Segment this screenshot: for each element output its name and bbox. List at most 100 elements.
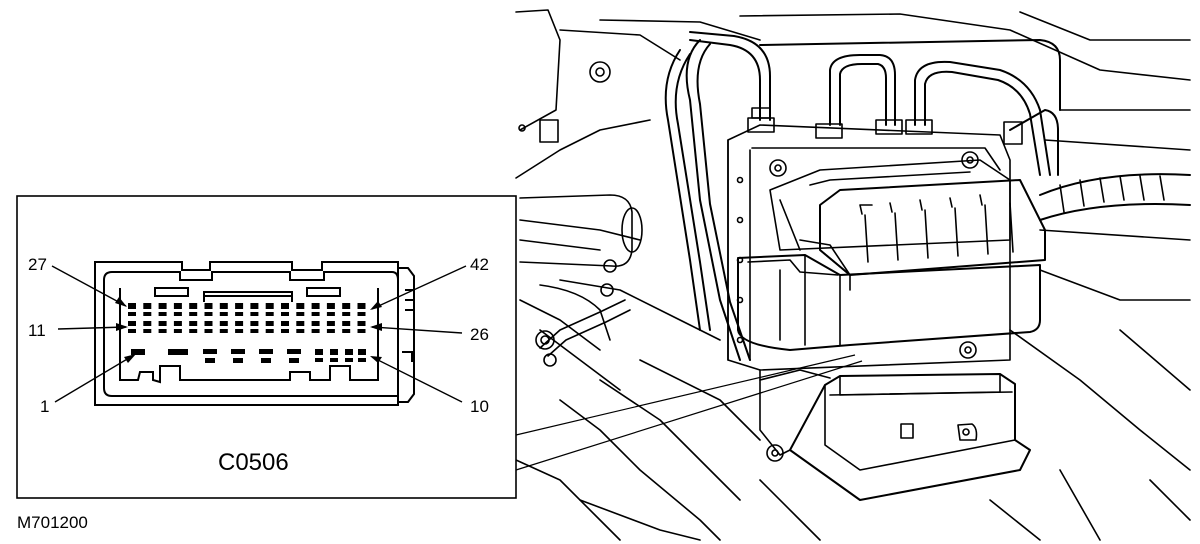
terminal-cavity xyxy=(296,321,305,326)
terminal-cavity xyxy=(311,303,320,309)
figure-id: M701200 xyxy=(17,513,88,532)
terminal-cavity xyxy=(158,303,167,309)
terminal-cavity xyxy=(357,329,366,333)
terminal-cavity xyxy=(158,321,167,326)
terminal-cavity xyxy=(219,321,228,326)
terminal-cavity xyxy=(173,312,182,316)
terminal-cavity xyxy=(168,349,188,355)
terminal-cavity xyxy=(204,312,213,316)
terminal-cavity xyxy=(311,321,320,326)
terminal-cavity xyxy=(131,349,145,355)
terminal-cavity xyxy=(189,303,198,309)
terminal-cavity xyxy=(342,329,351,333)
terminal-cavity xyxy=(158,329,167,333)
pin-42-arrowhead xyxy=(370,301,382,310)
terminal-cavity xyxy=(265,303,274,309)
terminal-cavity xyxy=(330,349,338,355)
terminal-cavity xyxy=(235,303,244,309)
terminal-cavity xyxy=(315,358,323,362)
pin-26-arrowhead xyxy=(370,323,382,331)
terminal-cavity xyxy=(326,329,335,333)
terminal-cavity xyxy=(143,321,152,326)
terminal-cavity xyxy=(143,303,152,309)
terminal-cavity xyxy=(128,303,136,309)
terminal-cavity xyxy=(189,321,198,326)
terminal-cavity xyxy=(259,349,273,354)
terminal-cavity xyxy=(219,303,228,309)
terminal-cavity xyxy=(265,312,274,316)
terminal-cavity xyxy=(128,321,136,326)
terminal-cavity xyxy=(158,312,167,316)
terminal-cavities xyxy=(128,303,366,363)
terminal-cavity xyxy=(342,321,351,326)
terminal-cavity xyxy=(204,303,213,309)
terminal-cavity xyxy=(358,349,366,355)
terminal-cavity xyxy=(281,329,289,333)
terminal-cavity xyxy=(357,312,366,316)
terminal-cavity xyxy=(330,358,338,362)
terminal-cavity xyxy=(345,349,353,355)
terminal-cavity xyxy=(128,312,136,316)
terminal-cavity xyxy=(342,312,351,316)
terminal-cavity xyxy=(315,349,323,355)
pin-label-27: 27 xyxy=(28,255,47,274)
terminal-cavity xyxy=(281,321,289,326)
detail-frame xyxy=(16,195,517,499)
terminal-cavity xyxy=(235,312,244,316)
pin-27-arrowhead xyxy=(115,297,127,307)
pin-label-42: 42 xyxy=(470,255,489,274)
callout-leader-lines xyxy=(515,354,863,471)
terminal-cavity xyxy=(250,303,259,309)
terminal-cavity xyxy=(281,312,289,316)
terminal-cavity xyxy=(189,312,198,316)
terminal-cavity xyxy=(342,303,351,309)
terminal-cavity xyxy=(358,358,366,362)
terminal-cavity xyxy=(205,358,215,363)
pin-callouts xyxy=(51,265,467,403)
connector-detail-panel: 27 11 1 42 26 10 C0506 xyxy=(16,195,863,499)
terminal-cavity xyxy=(311,312,320,316)
terminal-cavity xyxy=(265,329,274,333)
terminal-cavity xyxy=(345,358,353,362)
terminal-cavity xyxy=(296,303,305,309)
terminal-cavity xyxy=(326,321,335,326)
terminal-cavity xyxy=(204,321,213,326)
connector-name: C0506 xyxy=(218,449,289,476)
terminal-cavity xyxy=(219,312,228,316)
terminal-cavity xyxy=(173,329,182,333)
terminal-cavity xyxy=(143,329,152,333)
pin-label-10: 10 xyxy=(470,397,489,416)
terminal-cavity xyxy=(250,321,259,326)
terminal-cavity xyxy=(261,358,271,363)
terminal-cavity xyxy=(233,358,243,363)
pin-label-11: 11 xyxy=(28,321,46,340)
pin-1-arrowhead xyxy=(124,354,136,363)
terminal-cavity xyxy=(326,303,335,309)
terminal-cavity xyxy=(235,321,244,326)
terminal-cavity xyxy=(128,329,136,333)
terminal-cavity xyxy=(289,358,299,363)
engine-bay-illustration xyxy=(515,9,1191,541)
pin-label-26: 26 xyxy=(470,325,489,344)
terminal-cavity xyxy=(311,329,320,333)
terminal-cavity xyxy=(204,329,213,333)
terminal-cavity xyxy=(203,349,217,354)
terminal-cavity xyxy=(357,321,366,326)
terminal-cavity xyxy=(173,321,182,326)
terminal-cavity xyxy=(189,329,198,333)
connector-face xyxy=(94,261,415,406)
pin-10-arrowhead xyxy=(370,356,382,363)
terminal-cavity xyxy=(357,303,366,309)
pin-11-arrowhead xyxy=(116,323,128,331)
terminal-cavity xyxy=(231,349,245,354)
terminal-cavity xyxy=(281,303,289,309)
terminal-cavity xyxy=(265,321,274,326)
terminal-cavity xyxy=(219,329,228,333)
terminal-cavity xyxy=(296,329,305,333)
terminal-cavity xyxy=(173,303,182,309)
terminal-cavity xyxy=(296,312,305,316)
terminal-cavity xyxy=(250,329,259,333)
terminal-cavity xyxy=(326,312,335,316)
terminal-cavity xyxy=(250,312,259,316)
